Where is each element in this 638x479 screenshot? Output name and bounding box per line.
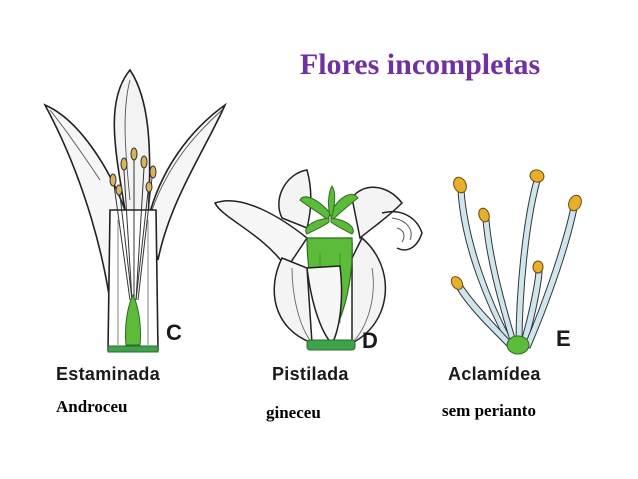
diagram-title: Flores incompletas (299, 48, 541, 81)
panel-d-letter: D (362, 328, 378, 353)
staminate-flower-illustration (43, 68, 227, 353)
panel-e-letter: E (556, 326, 571, 351)
aclamydeous-flower-illustration (450, 169, 582, 355)
panel-c-letter: C (166, 320, 182, 345)
panel-d-caption: Pistilada (272, 364, 349, 384)
panel-d-note: gineceu (266, 403, 321, 422)
panel-e-caption: Aclamídea (448, 364, 541, 384)
panel-e-note: sem perianto (442, 401, 536, 420)
pistillate-flower-illustration (213, 169, 423, 351)
panel-c-note: Androceu (56, 397, 128, 416)
panel-c-caption: Estaminada (56, 364, 161, 384)
